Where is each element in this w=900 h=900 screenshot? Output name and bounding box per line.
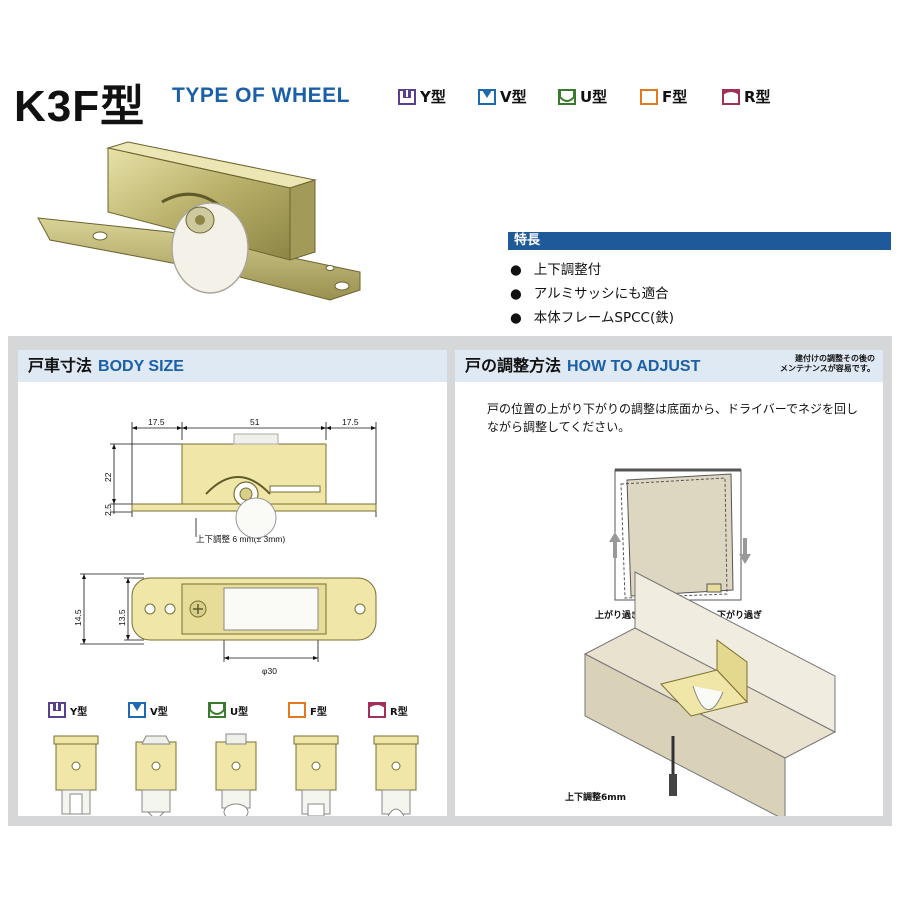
door-diagram	[609, 468, 751, 601]
y-wheel-icon	[398, 88, 416, 105]
feature-item: 本体フレームSPCC(鉄)	[510, 306, 674, 330]
dim-total-width: 14.5	[73, 609, 83, 626]
wheel-type-r: R型	[722, 86, 771, 107]
maintenance-note: 建付けの調整その後の メンテナンスが容易です。	[779, 354, 875, 373]
wheel-type-u: U型	[558, 86, 607, 107]
how-to-adjust-heading-en: HOW TO ADJUST	[567, 358, 701, 375]
wheel-type-label: Y型	[420, 88, 446, 106]
f-wheel-icon	[640, 88, 658, 105]
adjust-diagrams: 上がり過ぎ 下がり過ぎ 上下調整6mm	[565, 468, 837, 816]
wheel-type-label: R型	[744, 88, 771, 106]
f-wheel-icon	[288, 702, 306, 718]
body-size-heading-jp: 戸車寸法	[28, 356, 93, 375]
u-wheel-icon	[558, 88, 576, 105]
variant-label: V型	[150, 705, 168, 718]
body-size-drawing: 17.5 51 17.5 22 2.5 上下調整 6 mm(± 3mm)	[48, 417, 419, 816]
r-wheel-icon	[722, 88, 740, 105]
panels-container: 戸車寸法 BODY SIZE	[8, 336, 892, 826]
wheel-type-heading: TYPE OF WHEEL	[172, 84, 351, 107]
up-arrow-icon	[609, 532, 621, 558]
variant-label: U型	[230, 705, 248, 718]
wheel-type-v: V型	[478, 86, 527, 107]
variant-label: R型	[390, 705, 408, 718]
adjust-6mm-label: 上下調整6mm	[565, 791, 626, 803]
features-list: 上下調整付 アルミサッシにも適合 本体フレームSPCC(鉄)	[510, 258, 674, 330]
body-size-panel: 戸車寸法 BODY SIZE	[18, 350, 447, 816]
variant-label: F型	[310, 705, 327, 718]
how-to-adjust-panel: 戸の調整方法 HOW TO ADJUST 建付けの調整その後の メンテナンスが容易…	[455, 350, 883, 816]
body-size-heading: 戸車寸法 BODY SIZE	[18, 350, 447, 382]
features-heading: 特長	[508, 232, 891, 250]
v-variant-drawing	[135, 735, 177, 816]
variant-label: Y型	[69, 705, 87, 718]
dim-flange: 2.5	[103, 504, 113, 516]
adjust-description: 戸の位置の上がり下がりの調整は底面から、ドライバーでネジを回しながら調整してくだ…	[487, 402, 859, 434]
variant-row: Y型 V型 U型 F型 R型	[48, 702, 408, 718]
v-wheel-icon	[478, 88, 496, 105]
wheel-type-label: U型	[580, 88, 608, 106]
install-illustration	[583, 571, 837, 816]
feature-item: 上下調整付	[510, 258, 674, 282]
y-wheel-icon	[48, 702, 66, 718]
f-variant-drawing	[293, 735, 339, 816]
down-arrow-icon	[739, 538, 751, 564]
how-to-adjust-heading: 戸の調整方法 HOW TO ADJUST 建付けの調整その後の メンテナンスが容易…	[455, 350, 883, 382]
dim-left-ext: 17.5	[148, 417, 165, 427]
wheel-type-label: V型	[500, 88, 527, 106]
wheel-type-y: Y型	[398, 86, 446, 107]
wheel-type-label: F型	[662, 88, 688, 106]
dim-adjust: 上下調整 6 mm(± 3mm)	[196, 534, 285, 544]
y-variant-drawing	[53, 735, 99, 815]
feature-item: アルミサッシにも適合	[510, 282, 674, 306]
wheel-type-f: F型	[640, 86, 687, 107]
dim-center: 51	[250, 417, 260, 427]
up-too-far-label: 上がり過ぎ	[595, 609, 640, 621]
product-title: K3F型	[14, 82, 146, 131]
v-wheel-icon	[128, 702, 146, 718]
dim-wheel-diameter: φ30	[262, 666, 277, 676]
dim-height: 22	[103, 472, 113, 482]
how-to-adjust-heading-jp: 戸の調整方法	[465, 356, 562, 375]
r-wheel-icon	[368, 702, 386, 718]
dim-right-ext: 17.5	[342, 417, 359, 427]
r-variant-drawing	[373, 735, 419, 816]
u-variant-drawing	[215, 733, 257, 816]
u-wheel-icon	[208, 702, 226, 718]
body-size-heading-en: BODY SIZE	[98, 358, 184, 375]
down-too-far-label: 下がり過ぎ	[717, 609, 762, 621]
dim-inner-width: 13.5	[117, 609, 127, 626]
product-photo	[37, 141, 361, 301]
